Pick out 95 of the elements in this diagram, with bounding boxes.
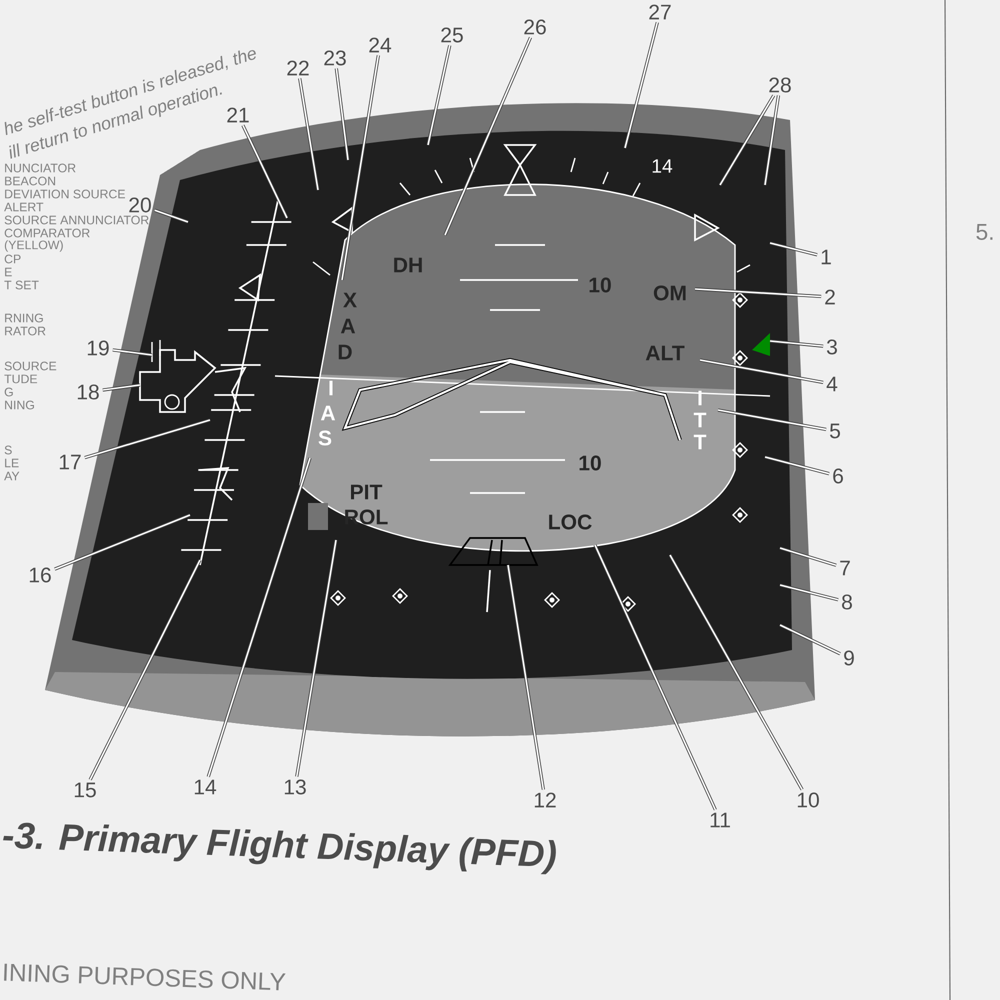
leader-line <box>770 241 818 256</box>
footer-text: INING PURPOSES ONLY <box>4 964 286 990</box>
legend-text: ALERT <box>4 202 44 212</box>
callout-number: 28 <box>769 78 791 92</box>
legend-text: COMPARATOR <box>4 228 90 238</box>
leader-line <box>694 287 822 298</box>
display-readout: A <box>340 318 356 334</box>
callout-number: 7 <box>840 560 850 576</box>
callout-number: 15 <box>74 782 96 798</box>
callout-number: 9 <box>844 650 854 666</box>
callout-number: 16 <box>30 568 51 582</box>
callout-number: 17 <box>60 454 81 470</box>
leader-line <box>718 408 826 431</box>
legend-text: BEACON <box>5 176 56 186</box>
leader-line <box>298 78 320 190</box>
callout-number: 20 <box>129 198 151 212</box>
leader-line <box>102 383 140 392</box>
display-readout: S <box>318 430 332 446</box>
display-readout: 10 <box>580 456 601 470</box>
legend-text: NUNCIATOR <box>5 164 76 172</box>
leader-line <box>763 95 780 186</box>
caption: -3. Primary Flight Display (PFD) <box>3 822 556 874</box>
display-readout: LOC <box>549 514 592 530</box>
callout-number: 26 <box>524 20 546 34</box>
leader-line <box>340 55 380 280</box>
paragraph-number: 5. <box>976 224 992 240</box>
legend-text: G <box>4 388 13 396</box>
leader-line <box>779 624 841 656</box>
display-readout: I <box>329 380 332 396</box>
callout-number: 6 <box>833 468 843 484</box>
leader-line <box>54 514 191 571</box>
callout-number: 11 <box>710 812 730 828</box>
legend-text: RATOR <box>5 326 46 336</box>
callout-number: 23 <box>324 50 346 66</box>
legend-text: DEVIATION SOURCE <box>5 190 125 198</box>
legend-text: AY <box>4 472 20 480</box>
leader-line <box>206 458 312 778</box>
legend-text: (YELLOW) <box>4 240 63 252</box>
display-readout: X <box>343 292 357 308</box>
leader-line <box>700 358 824 384</box>
callout-number: 4 <box>826 376 838 392</box>
callout-number: 1 <box>822 250 831 264</box>
leader-line <box>88 559 202 780</box>
display-readout: A <box>320 406 336 420</box>
display-readout: OM <box>654 286 686 300</box>
legend-text: CP <box>4 254 21 264</box>
legend-text: E <box>5 268 12 276</box>
callout-number: 10 <box>798 792 819 808</box>
leader-line <box>334 68 350 160</box>
callout-number: 19 <box>88 340 109 356</box>
scale-number: 14 <box>652 159 672 173</box>
leader-line <box>770 339 824 348</box>
leader-line <box>84 418 210 460</box>
legend-text: SOURCE ANNUNCIATOR <box>4 216 149 224</box>
leader-line <box>780 583 839 602</box>
callout-number: 3 <box>826 340 837 354</box>
callout-number: 5 <box>830 424 840 438</box>
leader-line <box>780 546 837 567</box>
callout-number: 21 <box>227 108 249 122</box>
callout-number: 18 <box>78 384 99 400</box>
leader-line <box>242 124 288 219</box>
callout-number: 2 <box>825 290 835 304</box>
display-readout: 10 <box>590 278 611 292</box>
leader-line <box>764 455 830 476</box>
display-readout: T <box>694 434 706 450</box>
leader-line <box>668 554 804 790</box>
legend-text: LE <box>5 458 19 468</box>
callout-number: 25 <box>441 28 463 42</box>
legend-text: S <box>4 446 12 454</box>
leader-line <box>112 348 152 357</box>
legend-text: RNING <box>5 314 43 322</box>
display-readout: T <box>694 412 706 428</box>
display-readout: D <box>338 344 352 360</box>
leader-line <box>426 45 452 146</box>
leader-line <box>295 540 338 777</box>
callout-number: 12 <box>534 792 556 808</box>
leader-line <box>444 36 532 236</box>
leader-line <box>506 564 545 790</box>
callout-number: 22 <box>287 60 309 76</box>
display-readout: PIT <box>351 484 382 500</box>
callout-number: 24 <box>369 38 392 52</box>
callout-number: 8 <box>842 594 852 610</box>
legend-text: NING <box>5 400 34 410</box>
display-readout: DH <box>394 258 422 272</box>
leader-line <box>154 208 189 224</box>
callout-number: 13 <box>284 780 306 794</box>
leader-line <box>594 544 717 810</box>
callout-number: 27 <box>649 4 671 20</box>
legend-text: TUDE <box>4 374 38 384</box>
legend-text: T SET <box>4 280 39 290</box>
leader-line <box>718 94 776 186</box>
callout-number: 14 <box>194 780 216 794</box>
display-readout: ALT <box>646 346 684 360</box>
leader-line <box>623 22 659 148</box>
legend-text: SOURCE <box>4 362 56 370</box>
